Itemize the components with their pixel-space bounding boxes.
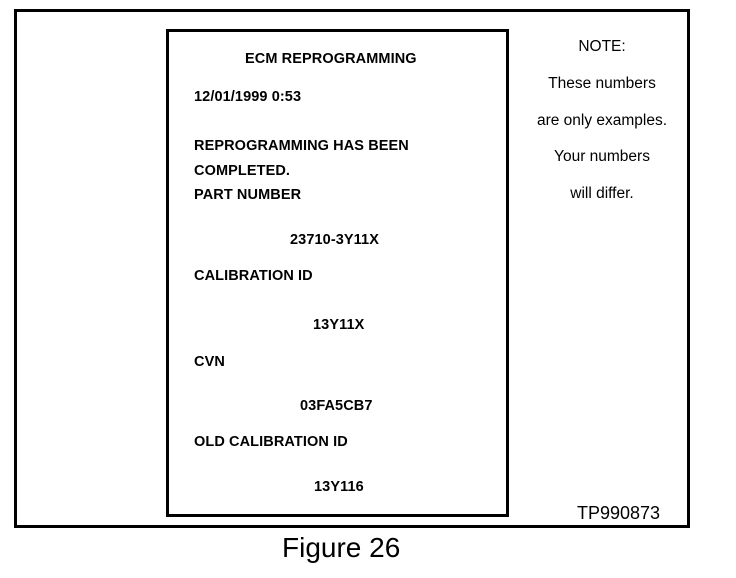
status-message-line2: COMPLETED. xyxy=(194,163,291,179)
calibration-id-label: CALIBRATION ID xyxy=(194,268,313,284)
screen-title: ECM REPROGRAMMING xyxy=(245,51,417,67)
note-line-3: Your numbers xyxy=(554,148,650,165)
part-number-value: 23710-3Y11X xyxy=(290,232,379,248)
ecm-screen-panel xyxy=(166,29,509,517)
figure-code: TP990873 xyxy=(577,503,661,523)
timestamp: 12/01/1999 0:53 xyxy=(194,89,302,105)
old-calibration-id-value: 13Y116 xyxy=(314,479,364,495)
note-line-1: These numbers xyxy=(548,75,656,92)
status-message-line1: REPROGRAMMING HAS BEEN xyxy=(194,138,409,154)
note-heading: NOTE: xyxy=(578,38,626,55)
note-line-2: are only examples. xyxy=(536,112,668,129)
figure-caption: Figure 26 xyxy=(282,532,401,563)
figure-frame xyxy=(14,9,690,528)
cvn-label: CVN xyxy=(194,354,225,370)
old-calibration-id-label: OLD CALIBRATION ID xyxy=(194,434,348,450)
cvn-value: 03FA5CB7 xyxy=(300,398,373,414)
calibration-id-value: 13Y11X xyxy=(313,317,365,333)
part-number-label: PART NUMBER xyxy=(194,187,302,203)
note-line-4: will differ. xyxy=(570,185,634,202)
